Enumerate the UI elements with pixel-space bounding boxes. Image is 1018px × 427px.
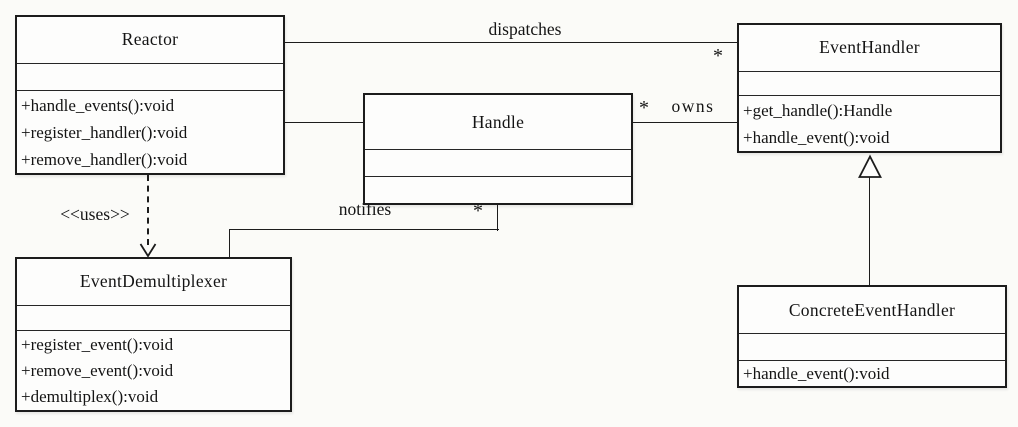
method-handle-events: +handle_events():void: [21, 96, 175, 115]
methods-compartment-handle: [365, 177, 631, 203]
methods-compartment-event-handler: +get_handle():Handle +handle_event():voi…: [739, 96, 1000, 151]
method-remove-handler: +remove_handler():void: [21, 150, 188, 169]
class-name-event-demultiplexer: EventDemultiplexer: [17, 259, 290, 306]
attributes-compartment-handle: [365, 150, 631, 177]
method-demultiplex: +demultiplex():void: [21, 387, 159, 406]
method-register-handler: +register_handler():void: [21, 123, 188, 142]
class-box-handle: Handle: [363, 93, 633, 205]
label-dispatches: dispatches: [488, 19, 562, 39]
association-notifies-line-segment-3: [229, 229, 230, 257]
attributes-compartment-concrete-event-handler: [739, 334, 1005, 361]
association-reactor-handle-line: [285, 122, 363, 123]
methods-compartment-concrete-event-handler: +handle_event():void: [739, 361, 1005, 386]
method-remove-event: +remove_event():void: [21, 361, 174, 380]
class-box-reactor: Reactor +handle_events():void +register_…: [15, 15, 285, 175]
class-box-event-handler: EventHandler +get_handle():Handle +handl…: [737, 23, 1002, 153]
multiplicity-notifies-star: *: [473, 200, 483, 222]
association-notifies-line-segment-1: [497, 205, 498, 231]
method-handle-event-concrete: +handle_event():void: [743, 364, 890, 383]
class-name-concrete-event-handler: ConcreteEventHandler: [739, 287, 1005, 335]
generalization-triangle-icon: [858, 154, 882, 178]
methods-compartment-event-demultiplexer: +register_event():void +remove_event():v…: [17, 331, 290, 410]
label-uses-stereotype: <<uses>>: [60, 204, 130, 224]
class-name-event-handler: EventHandler: [739, 25, 1000, 72]
label-owns: owns: [671, 96, 715, 116]
generalization-line: [869, 176, 870, 287]
dependency-uses-dashed-line: [147, 175, 149, 245]
attributes-compartment-reactor: [17, 64, 283, 91]
method-handle-event: +handle_event():void: [743, 128, 890, 147]
attributes-compartment-event-demultiplexer: [17, 306, 290, 331]
method-register-event: +register_event():void: [21, 335, 174, 354]
class-box-event-demultiplexer: EventDemultiplexer +register_event():voi…: [15, 257, 292, 412]
method-get-handle: +get_handle():Handle: [743, 101, 893, 120]
multiplicity-owns-star: *: [639, 97, 649, 119]
methods-compartment-reactor: +handle_events():void +register_handler(…: [17, 91, 283, 173]
multiplicity-dispatches-star: *: [713, 45, 723, 67]
class-box-concrete-event-handler: ConcreteEventHandler +handle_event():voi…: [737, 285, 1007, 388]
dependency-open-arrowhead-icon: [139, 243, 157, 258]
class-name-reactor: Reactor: [17, 17, 283, 64]
attributes-compartment-event-handler: [739, 72, 1000, 96]
association-dispatches-line: [285, 42, 737, 43]
association-notifies-line-segment-2: [229, 229, 499, 230]
class-name-handle: Handle: [365, 95, 631, 150]
association-owns-line: [633, 122, 737, 123]
